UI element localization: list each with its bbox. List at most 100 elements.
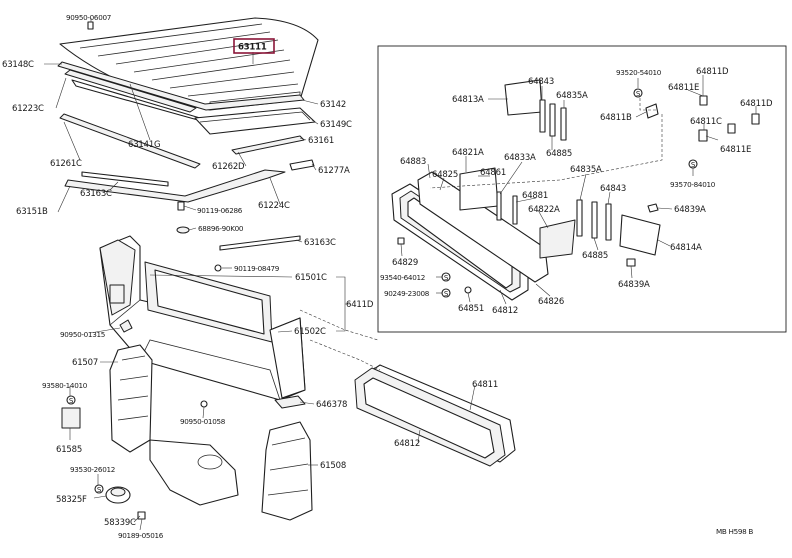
label-58325f[interactable]: 58325F	[56, 495, 87, 505]
label-64826[interactable]: 64826	[538, 297, 564, 307]
label-64811e-a[interactable]: 64811E	[668, 83, 699, 93]
label-6411d[interactable]: 6411D	[346, 300, 374, 310]
label-63141g[interactable]: 63141G	[128, 140, 161, 150]
latch-64811b[interactable]	[645, 103, 659, 119]
label-64829[interactable]: 64829	[392, 258, 418, 268]
label-90119-08479[interactable]: 90119-08479	[234, 264, 280, 273]
rail-61224c[interactable]	[64, 169, 286, 203]
clip-61277a[interactable]	[289, 159, 315, 171]
label-64883[interactable]: 64883	[400, 157, 426, 167]
label-93520-54010[interactable]: 93520-54010	[616, 68, 662, 77]
label-64835a-a[interactable]: 64835A	[556, 91, 588, 101]
stopper-64851[interactable]	[464, 286, 472, 294]
label-90950-01315[interactable]: 90950-01315	[60, 330, 105, 339]
label-61507[interactable]: 61507	[72, 358, 98, 368]
strip-63163c-lower[interactable]	[219, 235, 301, 251]
label-90950-01058[interactable]: 90950-01058	[180, 417, 226, 426]
clip-93520-54010[interactable]	[633, 88, 643, 98]
inset-channel-64821a[interactable]	[417, 171, 549, 283]
label-64811c[interactable]: 64811C	[690, 117, 722, 127]
latch-64811e-a[interactable]	[699, 95, 708, 106]
strip-63163c[interactable]	[81, 171, 169, 187]
label-61262d[interactable]: 61262D	[212, 162, 245, 172]
label-64839a-b[interactable]: 64839A	[618, 280, 650, 290]
wheel-house[interactable]	[149, 439, 239, 506]
clip-93530-26012[interactable]	[94, 484, 104, 494]
label-64881[interactable]: 64881	[522, 191, 548, 201]
label-93580-14010[interactable]: 93580-14010	[42, 381, 88, 390]
bolt-90119-08479[interactable]	[214, 264, 222, 272]
label-90119-06286[interactable]: 90119-06286	[197, 206, 243, 215]
seal-646378[interactable]	[274, 395, 306, 409]
cap-64811d-a[interactable]	[727, 123, 736, 134]
label-58339c[interactable]: 58339C	[104, 518, 136, 528]
clip-64839a-a[interactable]	[647, 203, 659, 213]
label-90189-05016[interactable]: 90189-05016	[118, 531, 164, 540]
label-61501c[interactable]: 61501C	[295, 273, 327, 283]
cap-64811d-b[interactable]	[751, 113, 760, 125]
label-63111[interactable]: 63111	[238, 43, 267, 53]
label-90950-06007[interactable]: 90950-06007	[66, 13, 111, 22]
label-68896-90k00[interactable]: 68896-90K00	[198, 224, 244, 233]
screw-90950-01058[interactable]	[200, 400, 208, 408]
strip-64833a[interactable]	[496, 191, 502, 221]
nut-90189-05016[interactable]	[137, 511, 146, 520]
label-61223c[interactable]: 61223C	[12, 104, 44, 114]
bolt-90119-06286[interactable]	[177, 201, 185, 211]
rail-61261c[interactable]	[59, 113, 201, 169]
roof-seal-63148c[interactable]	[57, 61, 305, 111]
plate-61585[interactable]	[61, 407, 81, 429]
label-61508[interactable]: 61508	[320, 461, 346, 471]
label-63148c[interactable]: 63148C	[2, 60, 34, 70]
label-64822a[interactable]: 64822A	[528, 205, 560, 215]
label-90249-23008[interactable]: 90249-23008	[384, 289, 430, 298]
label-64833a[interactable]: 64833A	[504, 153, 536, 163]
label-64811b[interactable]: 64811B	[600, 113, 632, 123]
clip-90950-01315[interactable]	[119, 319, 133, 333]
label-93530-26012[interactable]: 93530-26012	[70, 465, 115, 474]
label-61224c[interactable]: 61224C	[258, 201, 290, 211]
pillar-61508[interactable]	[261, 421, 313, 521]
glass-64814a[interactable]	[619, 214, 661, 256]
label-64812[interactable]: 64812	[394, 439, 420, 449]
label-61502c[interactable]: 61502C	[294, 327, 326, 337]
rail-63161[interactable]	[231, 135, 305, 155]
label-64885-a[interactable]: 64885	[546, 149, 572, 159]
label-61277a[interactable]: 61277A	[318, 166, 350, 176]
label-63142[interactable]: 63142	[320, 100, 346, 110]
label-64835a-b[interactable]: 64835A	[570, 165, 602, 175]
label-63163c-a[interactable]: 63163C	[80, 189, 112, 199]
roof-panel[interactable]	[59, 17, 319, 111]
label-64843-a[interactable]: 64843	[528, 77, 554, 87]
label-63161[interactable]: 63161	[308, 136, 334, 146]
label-93570-84010[interactable]: 93570-84010	[670, 180, 716, 189]
label-64825[interactable]: 64825	[432, 170, 458, 180]
label-64814a[interactable]: 64814A	[670, 243, 702, 253]
rail-61223c[interactable]	[64, 69, 197, 113]
label-64861[interactable]: 64861	[480, 168, 506, 178]
label-93540-64012[interactable]: 93540-64012	[380, 273, 425, 282]
clip-93580-14010[interactable]	[66, 395, 76, 405]
screw-90950-06007[interactable]	[87, 21, 94, 30]
strip-64843-a[interactable]	[539, 99, 546, 133]
inset-glass-64822a[interactable]	[539, 219, 576, 259]
label-64851[interactable]: 64851	[458, 304, 484, 314]
label-64813a[interactable]: 64813A	[452, 95, 484, 105]
strip-64843-b[interactable]	[605, 203, 612, 241]
strip-64835a-a[interactable]	[560, 107, 567, 141]
label-646378[interactable]: 646378	[316, 400, 347, 410]
label-64812-inset[interactable]: 64812	[492, 306, 518, 316]
strip-64885-a[interactable]	[549, 103, 556, 137]
label-61585[interactable]: 61585	[56, 445, 82, 455]
label-64811d-a[interactable]: 64811D	[696, 67, 729, 77]
label-63149c[interactable]: 63149C	[320, 120, 352, 130]
latch-64811c[interactable]	[698, 129, 708, 142]
label-64811e-b[interactable]: 64811E	[720, 145, 751, 155]
label-63151b[interactable]: 63151B	[16, 207, 48, 217]
pin-64829[interactable]	[397, 237, 405, 245]
label-63163c-b[interactable]: 63163C	[304, 238, 336, 248]
label-64843-b[interactable]: 64843	[600, 184, 626, 194]
label-64885-b[interactable]: 64885	[582, 251, 608, 261]
label-64811[interactable]: 64811	[472, 380, 498, 390]
plug-68896[interactable]	[176, 226, 190, 234]
